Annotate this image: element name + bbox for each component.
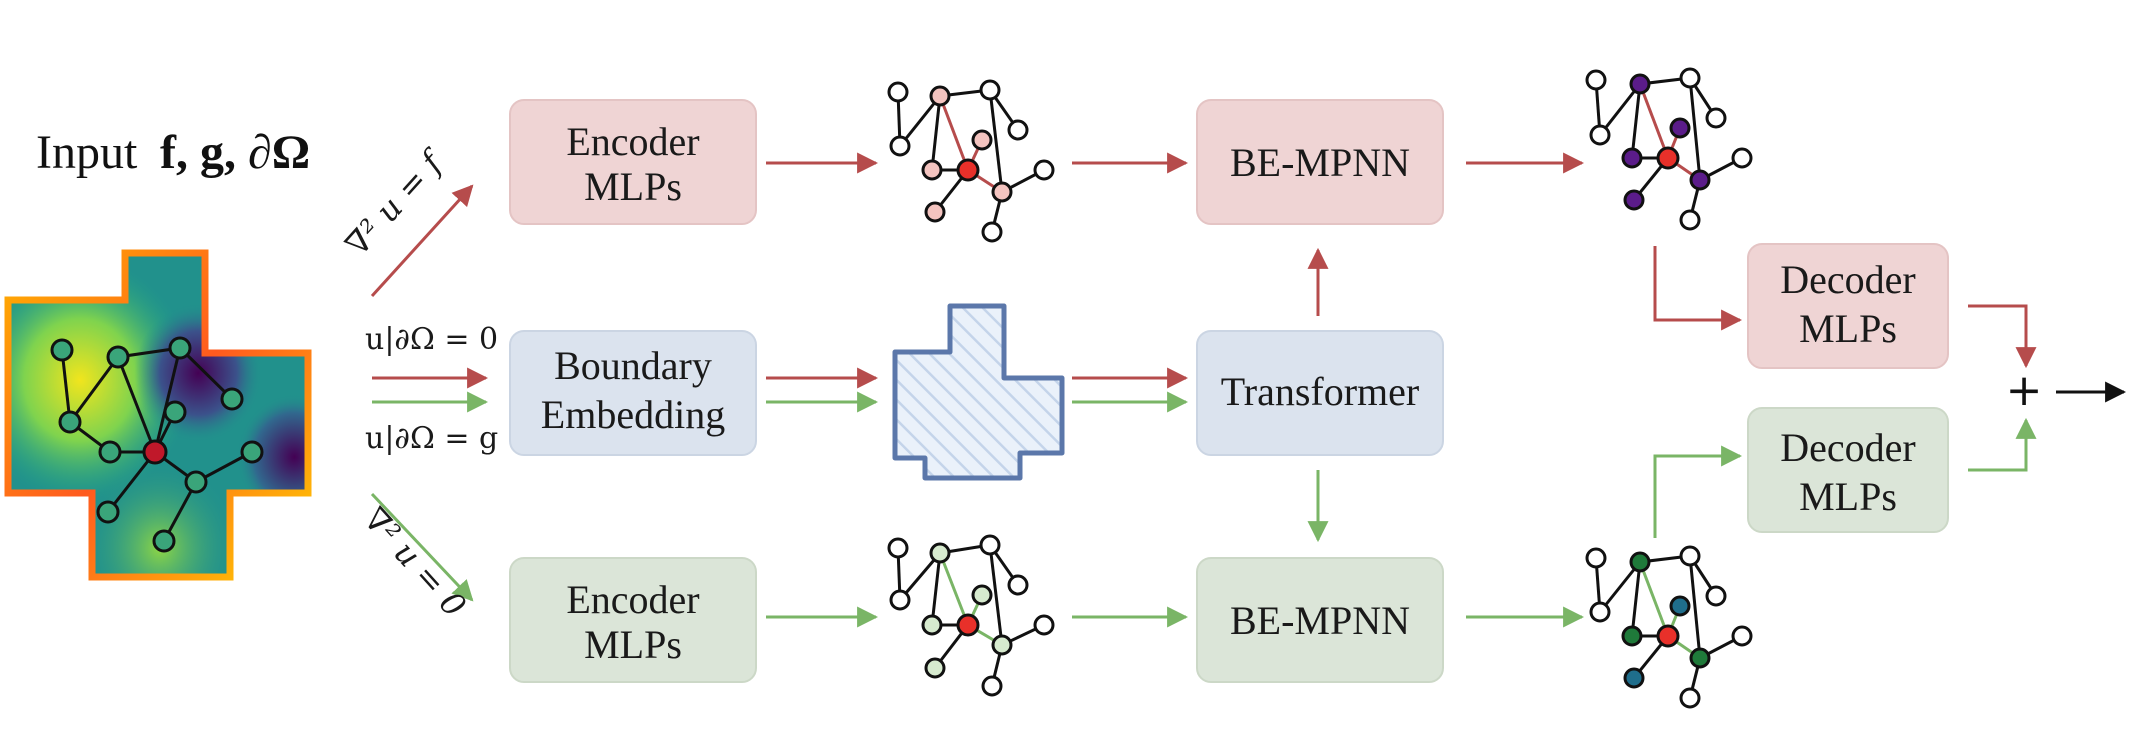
decoder-bottom-line2: MLPs xyxy=(1799,474,1897,519)
arrow-input-to-encoder-top xyxy=(370,184,474,298)
input-vars: f, g, ∂Ω xyxy=(160,126,310,179)
label-poisson: ∇² u = f xyxy=(338,141,453,263)
decoder-top-line1: Decoder xyxy=(1780,257,1915,302)
boundary-domain-shape xyxy=(892,303,1065,481)
boundary-line2: Embedding xyxy=(541,392,725,437)
arrow-graph-to-decoder-bottom xyxy=(1653,445,1743,538)
graph-node xyxy=(106,345,130,369)
graph-node xyxy=(168,336,192,360)
encoder-bottom-line2: MLPs xyxy=(584,622,682,667)
encoder-top-box: Encoder MLPs xyxy=(509,99,757,225)
decoder-bottom-line1: Decoder xyxy=(1780,425,1915,470)
be-mpnn-bottom-box: BE-MPNN xyxy=(1196,557,1444,683)
graph-node xyxy=(184,470,208,494)
arrow-graph-to-decoder-top xyxy=(1653,246,1743,331)
label-boundary-g: u|∂Ω = g xyxy=(365,421,498,456)
encoder-top-line1: Encoder xyxy=(566,119,699,164)
be-mpnn-top-label: BE-MPNN xyxy=(1230,140,1410,185)
be-mpnn-bottom-label: BE-MPNN xyxy=(1230,598,1410,643)
be-mpnn-top-box: BE-MPNN xyxy=(1196,99,1444,225)
boundary-line1: Boundary xyxy=(554,343,712,388)
encoder-bottom-box: Encoder MLPs xyxy=(509,557,757,683)
input-domain-heatmap xyxy=(4,249,312,581)
graph-node xyxy=(50,338,74,362)
graph-center-node xyxy=(142,439,168,465)
decoder-top-box: Decoder MLPs xyxy=(1747,243,1949,369)
label-boundary-zero: u|∂Ω = 0 xyxy=(365,322,498,357)
encoder-top-line2: MLPs xyxy=(584,164,682,209)
transformer-box: Transformer xyxy=(1196,330,1444,456)
graph-node xyxy=(152,529,176,553)
graph-node xyxy=(96,500,120,524)
arrow-input-to-encoder-bottom xyxy=(370,492,474,602)
graph-node xyxy=(98,440,122,464)
encoder-bottom-line1: Encoder xyxy=(566,577,699,622)
encoded-graph-bottom xyxy=(887,534,1055,697)
input-label: Input f, g, ∂Ω xyxy=(36,126,310,179)
sum-symbol: + xyxy=(2006,365,2043,416)
graph-node xyxy=(58,410,82,434)
label-laplace: ∇² u = 0 xyxy=(356,500,474,625)
processed-graph-top xyxy=(1585,67,1753,231)
processed-graph-bottom xyxy=(1585,545,1753,709)
transformer-label: Transformer xyxy=(1221,369,1420,414)
encoded-graph-top xyxy=(887,79,1055,243)
decoder-top-line2: MLPs xyxy=(1799,306,1897,351)
arrow-decoder-bottom-to-sum xyxy=(1968,417,2037,472)
graph-node xyxy=(163,400,187,424)
arrow-decoder-top-to-sum xyxy=(1968,304,2037,369)
boundary-embedding-box: Boundary Embedding xyxy=(509,330,757,456)
graph-node xyxy=(220,387,244,411)
graph-node xyxy=(240,440,264,464)
input-word: Input xyxy=(36,126,138,179)
decoder-bottom-box: Decoder MLPs xyxy=(1747,407,1949,533)
